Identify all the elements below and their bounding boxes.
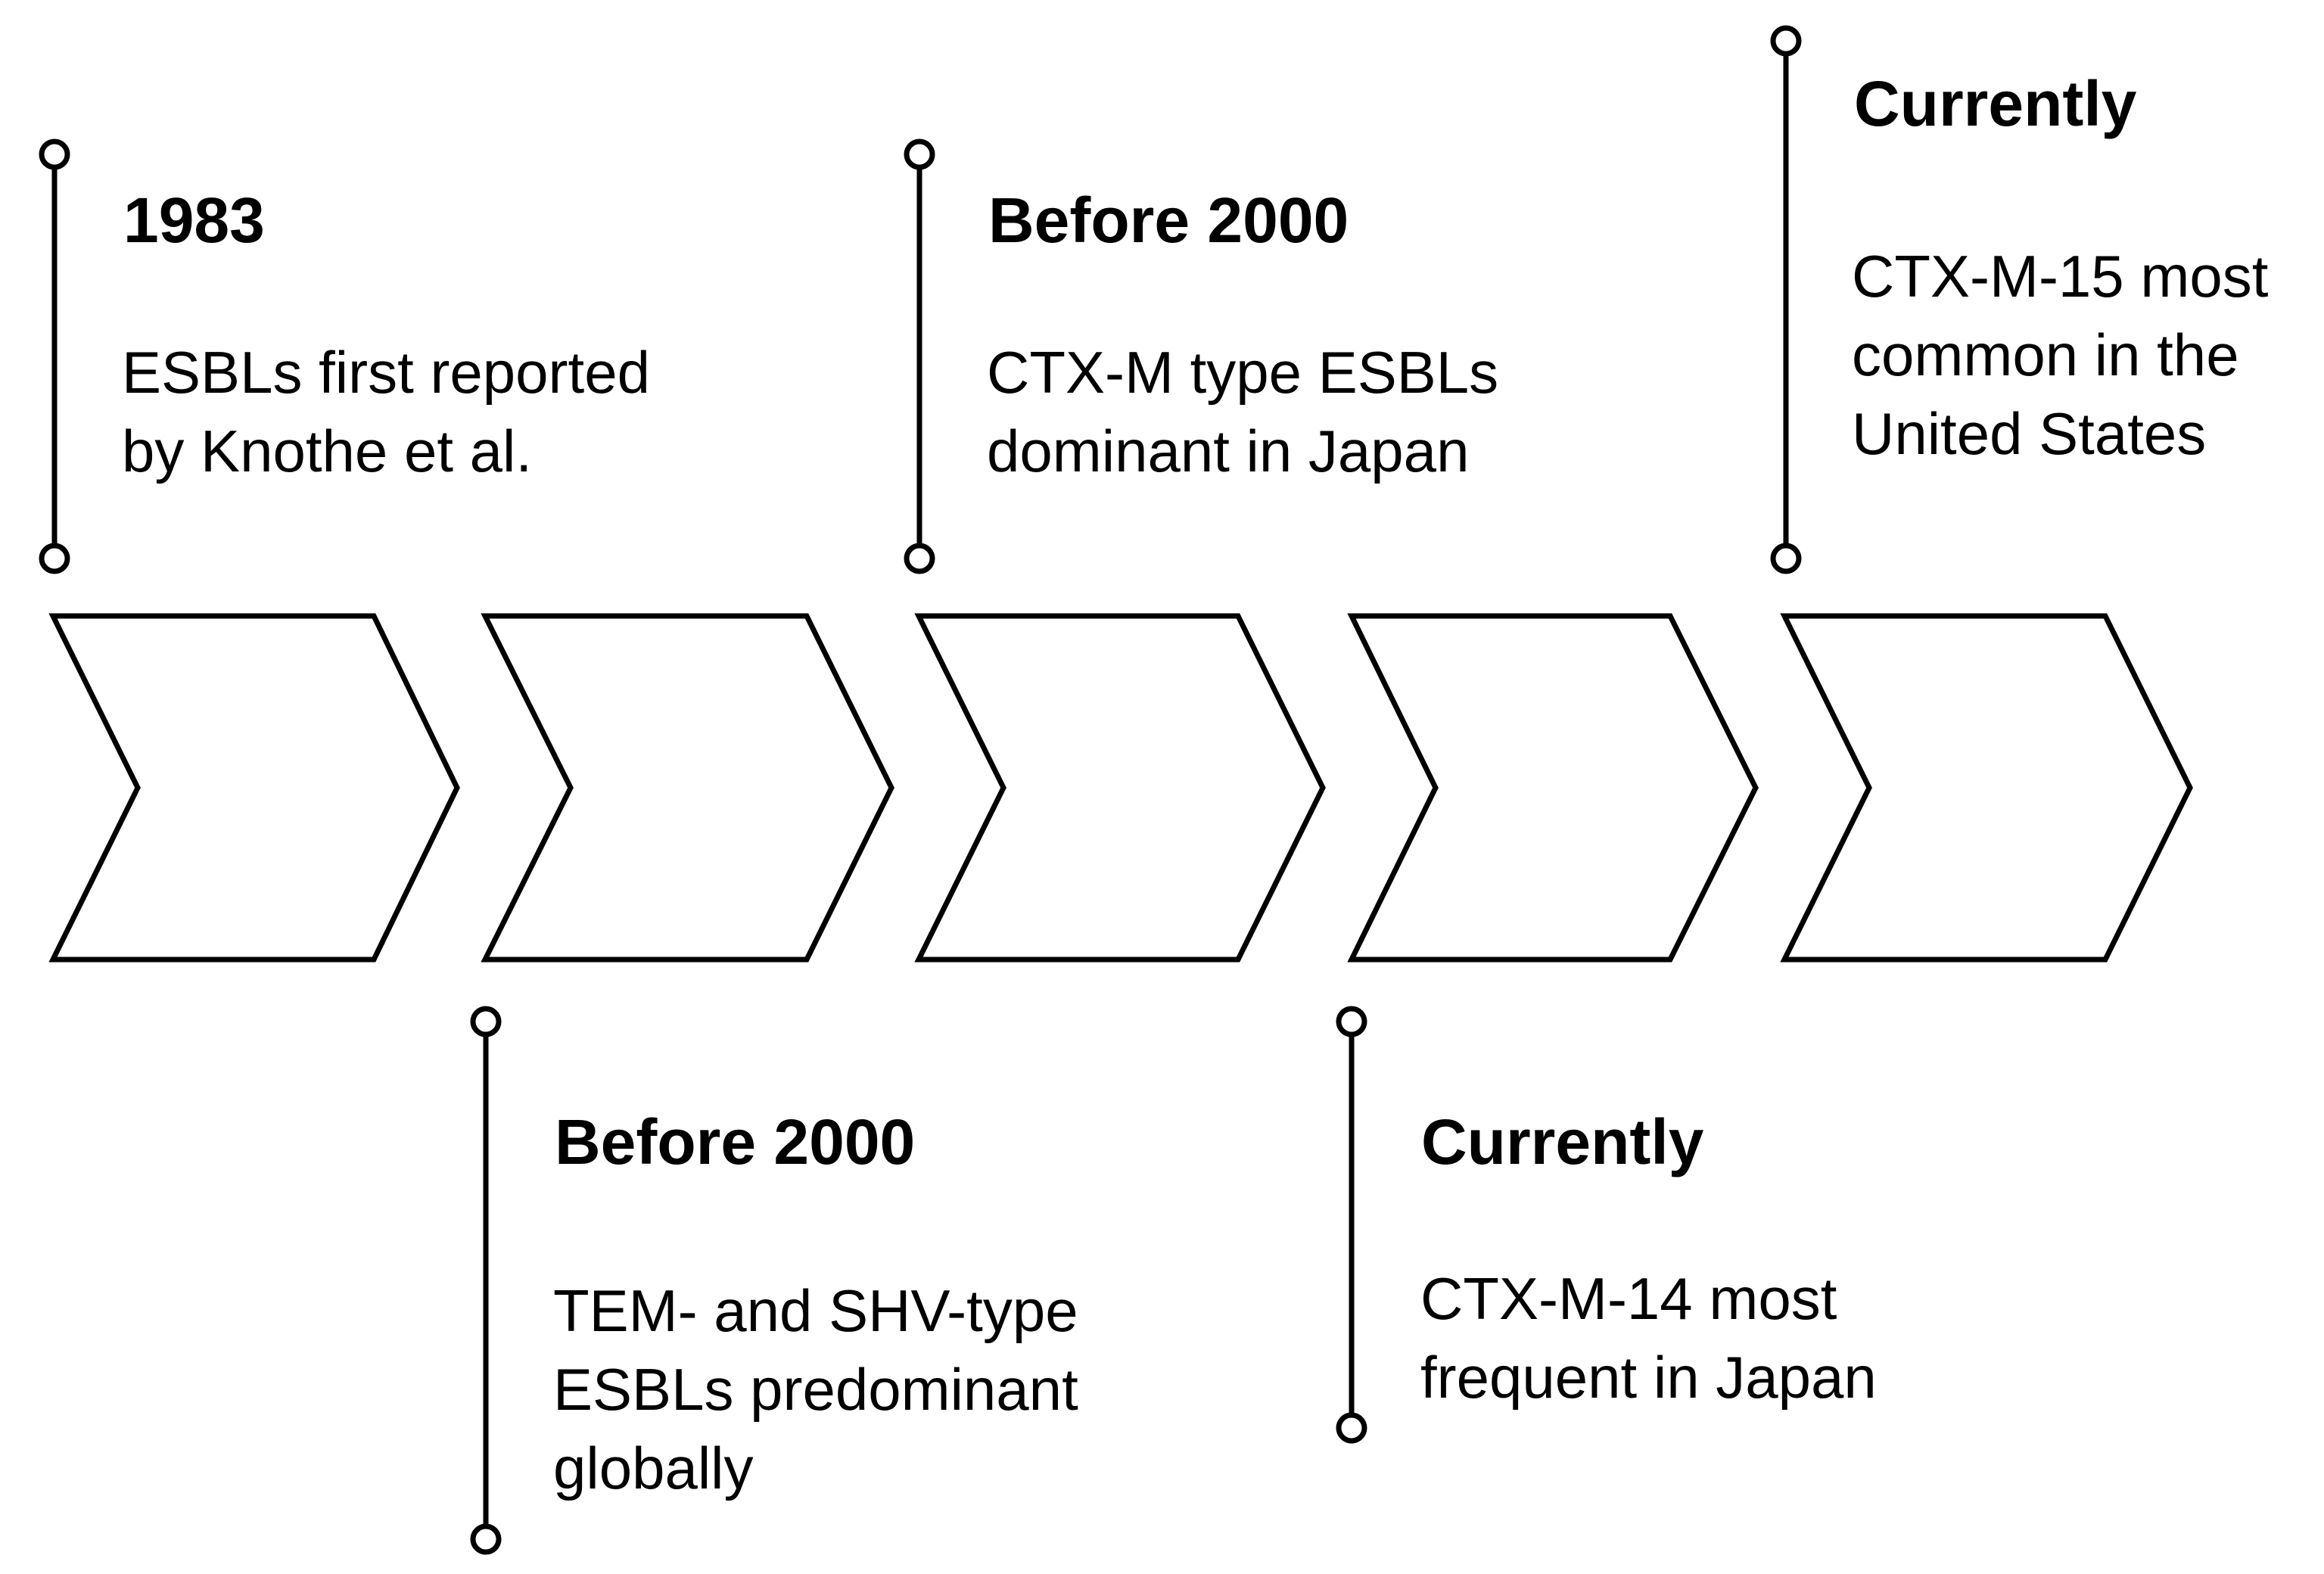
event-2-description: TEM- and SHV-type ESBLs predominant glob… [553, 1271, 1078, 1507]
event-2-line-2: ESBLs predominant [553, 1356, 1078, 1423]
event-3-description: CTX-M type ESBLs dominant in Japan [987, 333, 1498, 490]
event-1-title: 1983 [123, 185, 265, 256]
marker-4 [1336, 1006, 1367, 1444]
event-5-description: CTX-M-15 most common in the United State… [1852, 237, 2268, 473]
chevron-1 [48, 613, 460, 963]
event-1-line-2: by Knothe et al. [122, 418, 533, 484]
chevron-2 [481, 613, 894, 963]
event-4-line-2: frequent in Japan [1420, 1344, 1877, 1411]
event-5-line-2: common in the [1852, 322, 2239, 388]
event-4-line-1: CTX-M-14 most [1420, 1265, 1837, 1332]
event-2-title: Before 2000 [555, 1106, 916, 1177]
event-5-title: Currently [1854, 68, 2137, 139]
event-3-title: Before 2000 [988, 185, 1349, 256]
marker-5 [1770, 25, 1802, 574]
event-3-line-1: CTX-M type ESBLs [987, 339, 1499, 406]
event-5-line-3: United States [1852, 400, 2207, 467]
marker-3 [904, 138, 935, 574]
event-5-line-1: CTX-M-15 most [1852, 243, 2269, 310]
event-1-description: ESBLs first reported by Knothe et al. [122, 333, 650, 490]
event-2-line-3: globally [553, 1435, 754, 1501]
chevron-4 [1347, 613, 1759, 963]
event-2-line-1: TEM- and SHV-type [553, 1277, 1078, 1344]
event-1-line-1: ESBLs first reported [122, 339, 650, 406]
chevron-3 [914, 613, 1326, 963]
event-4-title: Currently [1421, 1106, 1704, 1177]
chevron-5 [1780, 613, 2193, 963]
marker-2 [470, 1006, 502, 1555]
event-4-description: CTX-M-14 most frequent in Japan [1420, 1259, 1877, 1417]
marker-1 [39, 138, 70, 574]
chevron-row [48, 613, 2193, 963]
event-3-line-2: dominant in Japan [987, 418, 1470, 484]
